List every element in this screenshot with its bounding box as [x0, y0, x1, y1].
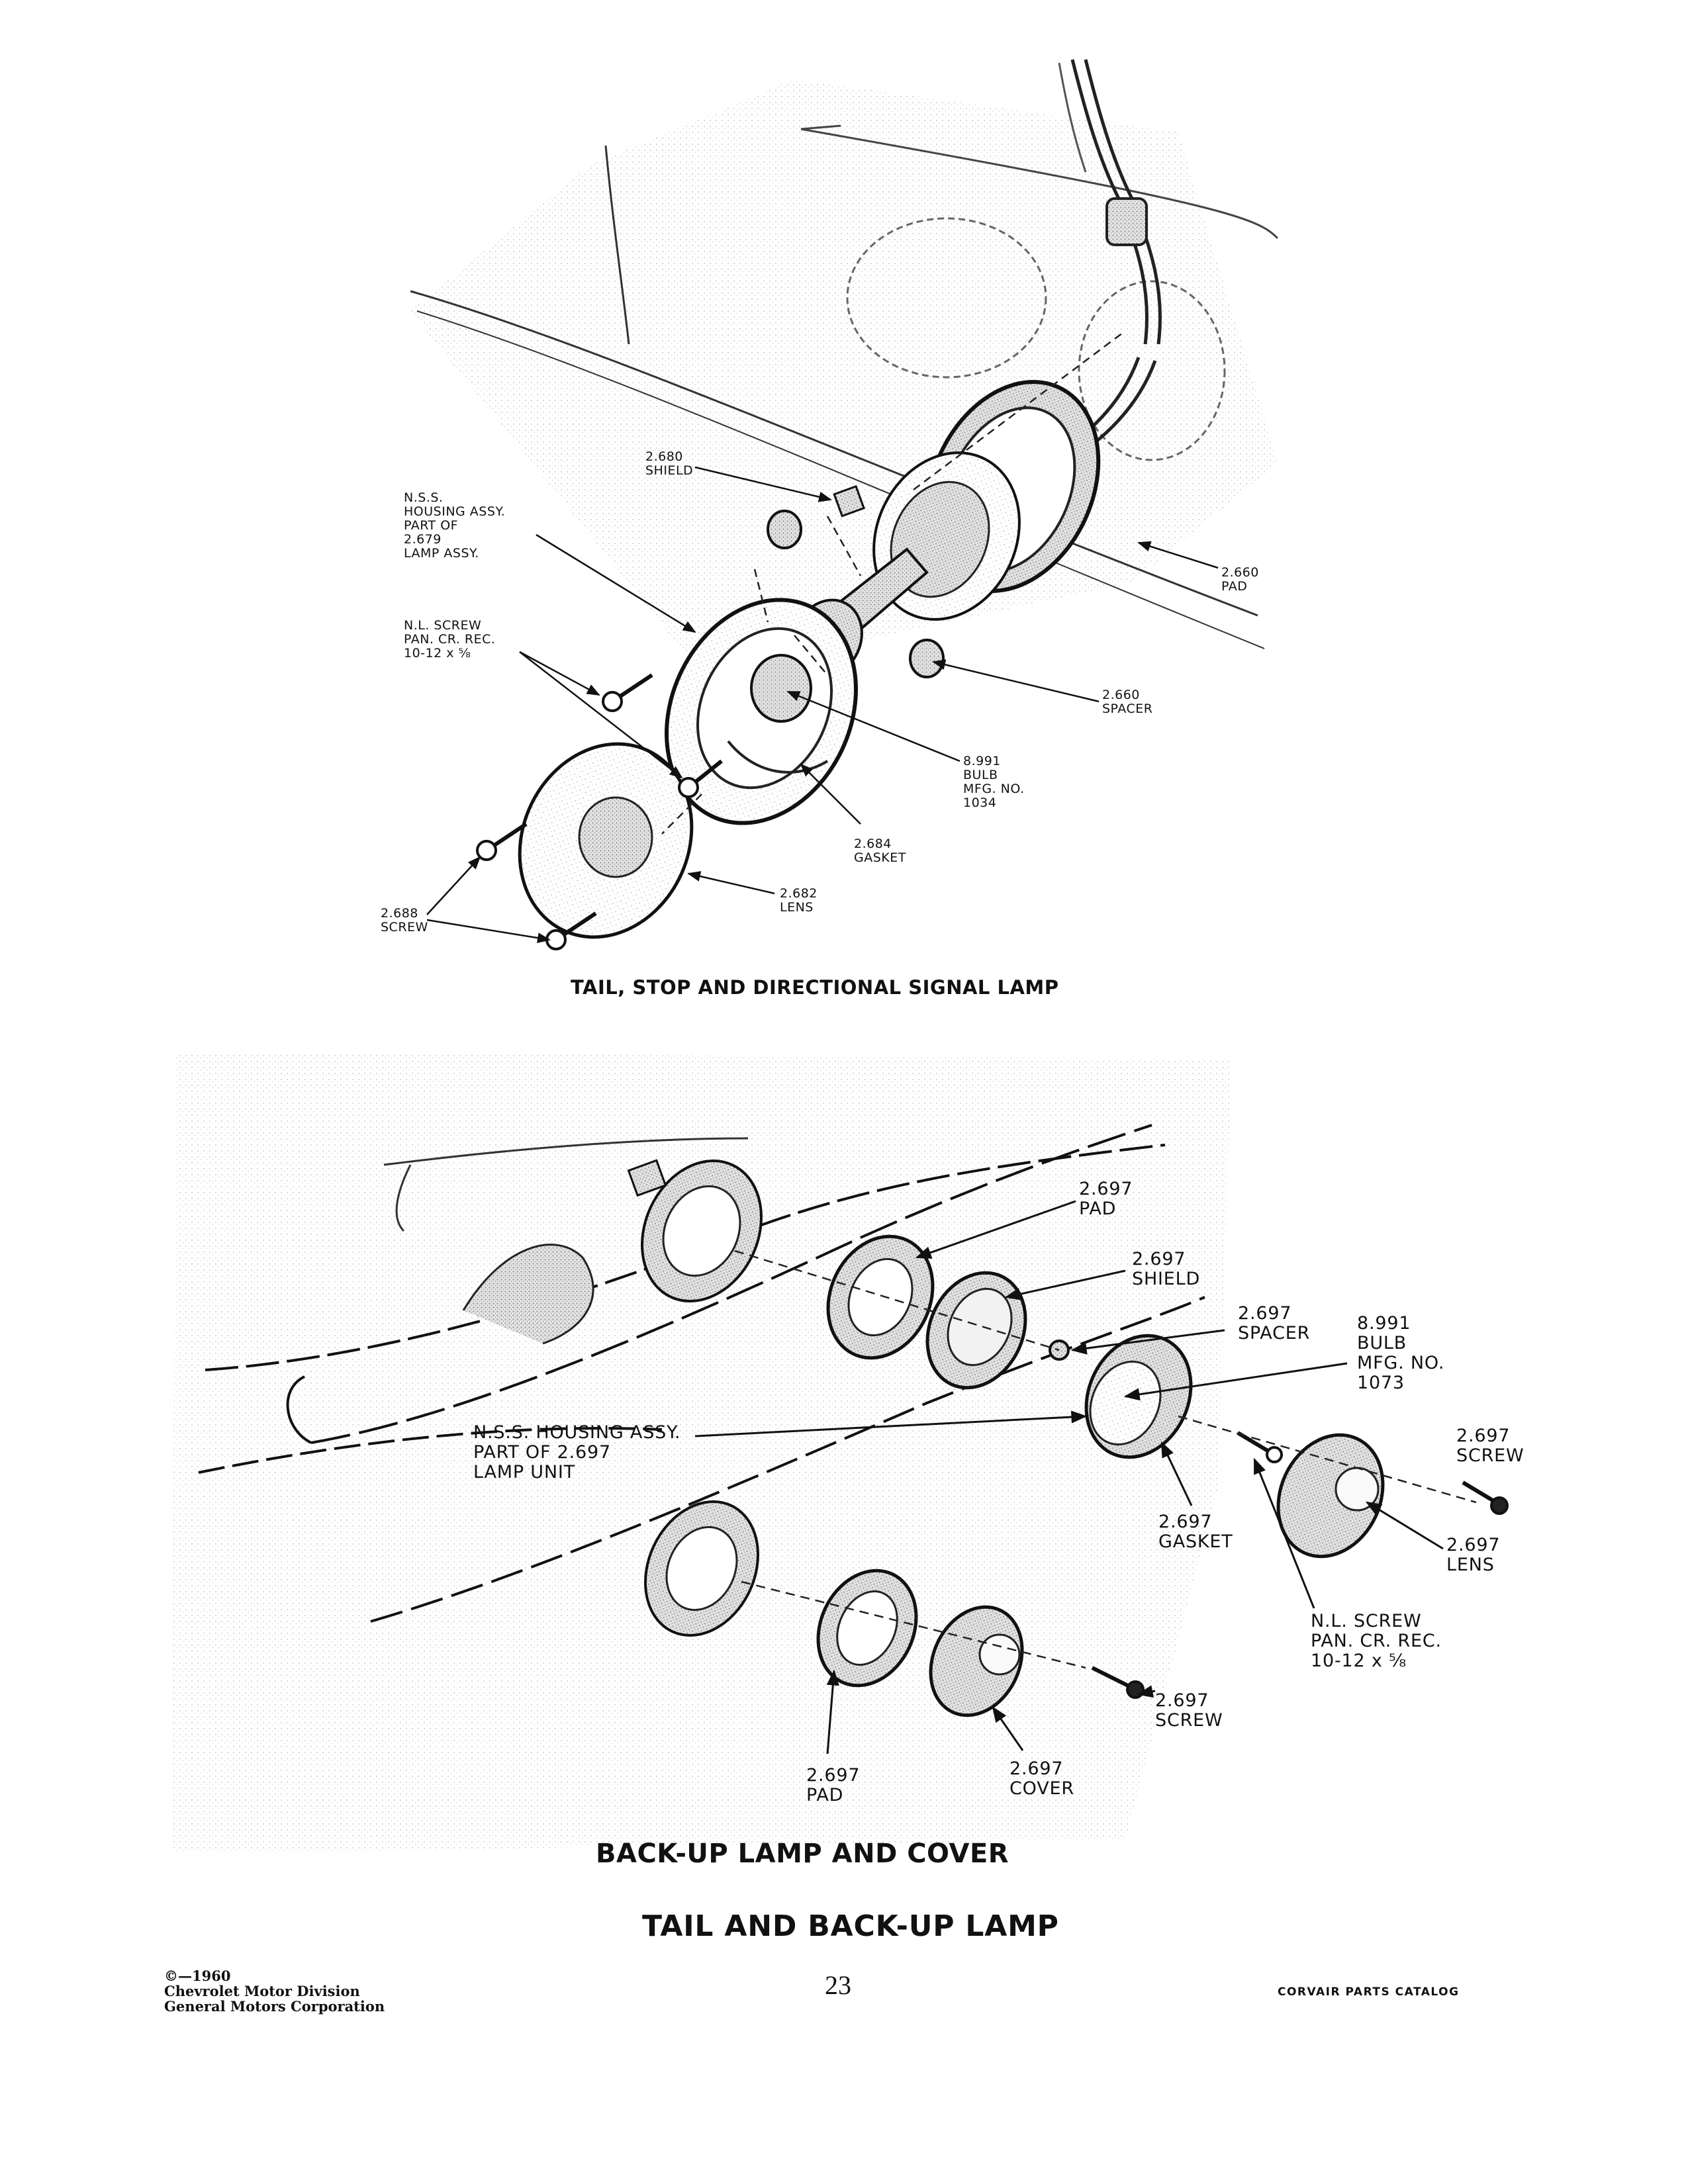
page-number: 23	[825, 1970, 851, 2000]
bottom-label-pad-top: 2.697 PAD	[1079, 1179, 1133, 1219]
bottom-diagram-caption: BACK-UP LAMP AND COVER	[596, 1839, 1009, 1869]
spacer-parts	[767, 510, 945, 678]
bottom-label-housing: N.S.S. HOUSING ASSY. PART OF 2.697 LAMP …	[473, 1422, 681, 1482]
bottom-centerlines	[734, 1250, 1477, 1669]
copyright-line: ©—1960	[164, 1968, 231, 1984]
top-label-shield: 2.680 SHIELD	[645, 449, 694, 478]
top-label-pad: 2.660 PAD	[1221, 565, 1259, 594]
top-label-gasket: 2.684 GASKET	[854, 837, 906, 865]
catalog-name: CORVAIR PARTS CATALOG	[1278, 1985, 1460, 1999]
bottom-label-bulb: 8.991 BULB MFG. NO. 1073	[1357, 1313, 1445, 1393]
bottom-leader-lines	[694, 1200, 1444, 1754]
top-screws	[476, 673, 723, 950]
bottom-label-shield: 2.697 SHIELD	[1132, 1249, 1201, 1289]
top-centerlines	[661, 330, 1126, 835]
top-label-bulb: 8.991 BULB MFG. NO. 1034	[963, 754, 1025, 810]
top-label-screw: 2.688 SCREW	[381, 906, 428, 934]
bottom-body-panel	[172, 1052, 1231, 1853]
section-title: TAIL AND BACK-UP LAMP	[642, 1909, 1059, 1943]
top-label-lens: 2.682 LENS	[780, 886, 818, 915]
corporation-line: General Motors Corporation	[164, 1998, 385, 2015]
bottom-label-lens: 2.697 LENS	[1446, 1535, 1501, 1575]
bottom-label-gasket: 2.697 GASKET	[1158, 1512, 1233, 1552]
top-leader-lines	[426, 466, 1219, 944]
publisher-credit: ©—1960 Chevrolet Motor Division General …	[164, 1968, 385, 2014]
bottom-label-screw-bottom: 2.697 SCREW	[1155, 1690, 1223, 1731]
top-label-housing: N.S.S. HOUSING ASSY. PART OF 2.679 LAMP …	[404, 490, 506, 561]
bottom-label-spacer: 2.697 SPACER	[1238, 1303, 1311, 1343]
bottom-label-screw-right: 2.697 SCREW	[1456, 1426, 1524, 1466]
bottom-label-cover: 2.697 COVER	[1009, 1758, 1074, 1799]
division-line: Chevrolet Motor Division	[164, 1983, 360, 1999]
bottom-label-nl-screw: N.L. SCREW PAN. CR. REC. 10-12 x ⅝	[1311, 1611, 1442, 1671]
top-diagram-caption: TAIL, STOP AND DIRECTIONAL SIGNAL LAMP	[571, 976, 1059, 999]
lens-part	[518, 742, 694, 939]
top-label-spacer: 2.660 SPACER	[1102, 688, 1153, 716]
bottom-label-pad-bottom: 2.697 PAD	[806, 1765, 861, 1805]
top-label-nl-screw: N.L. SCREW PAN. CR. REC. 10-12 x ⅝	[404, 618, 496, 660]
